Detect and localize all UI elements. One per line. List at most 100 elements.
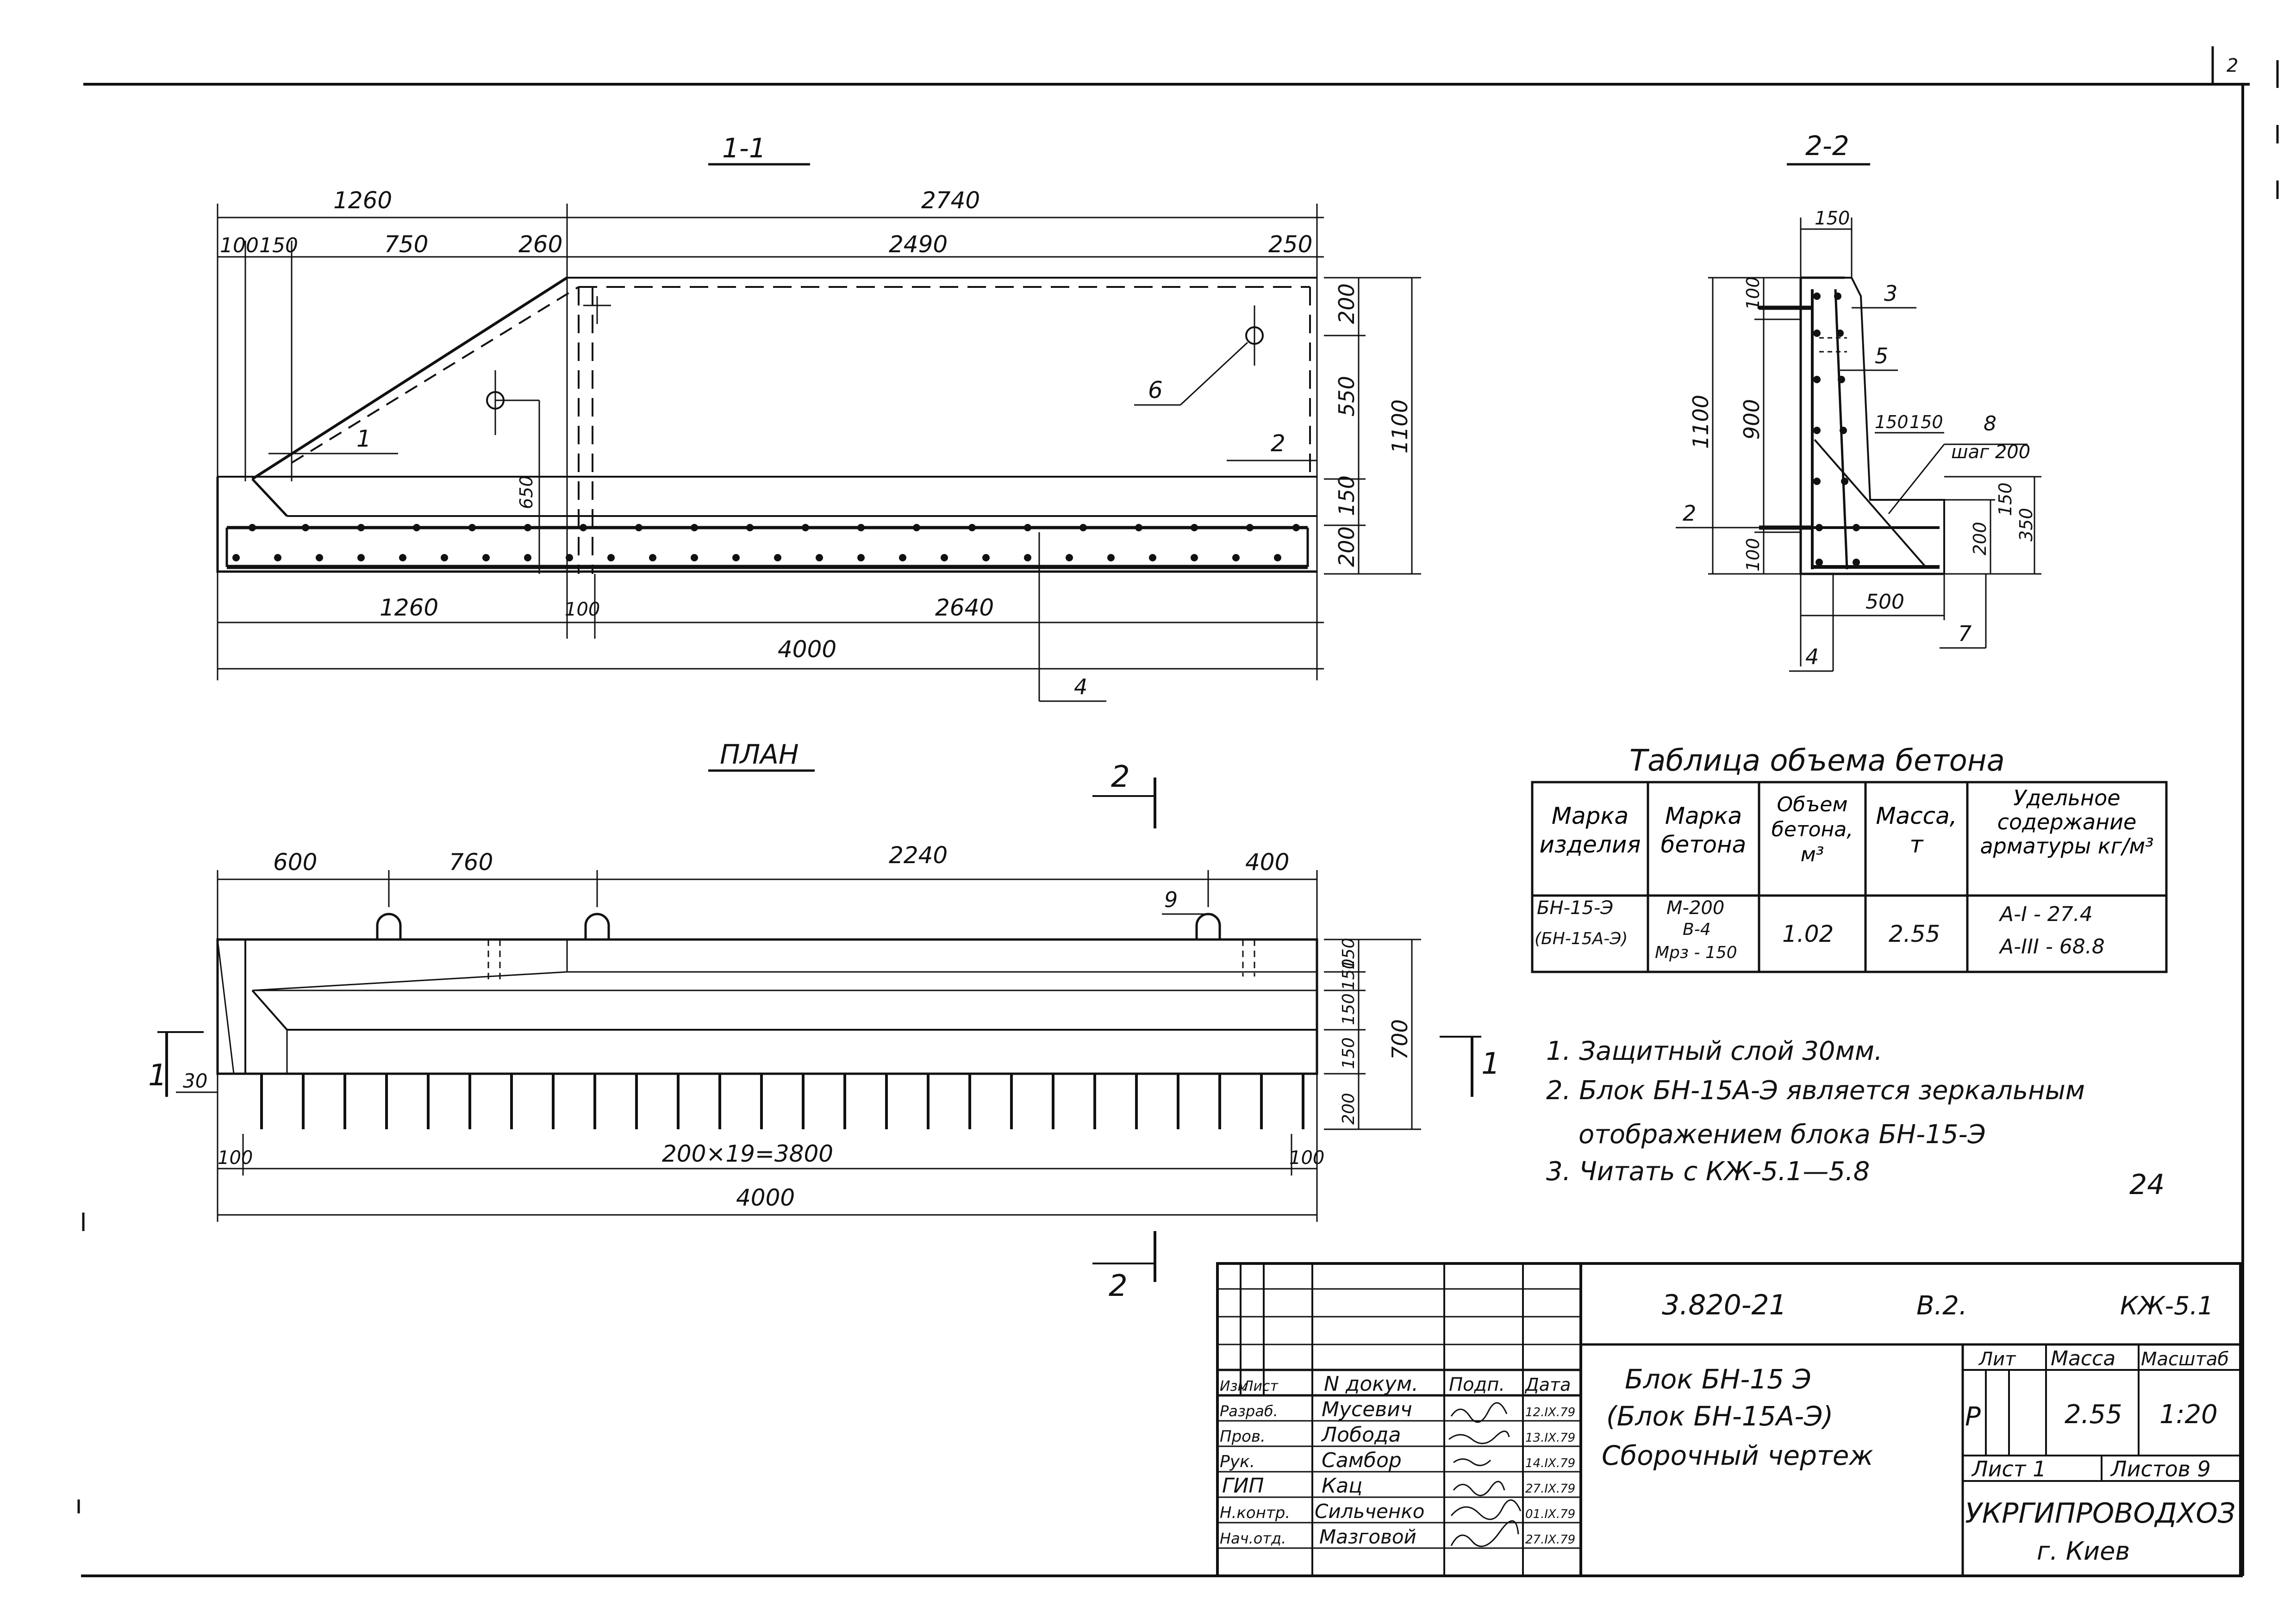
rebar-dots-top [249, 524, 1300, 531]
tb-mass-label: Масса [2051, 1347, 2115, 1370]
section-2-rebar [1813, 292, 1860, 566]
tb-title-1: Блок БН-15 Э [1625, 1363, 1811, 1395]
dim-250: 250 [1268, 231, 1312, 258]
s2-callout-8: 8 [1984, 412, 1997, 436]
s2-dim-900: 900 [1739, 399, 1764, 440]
plan-dim-r4: 150 [1339, 1037, 1358, 1069]
tb-date-2: 14.IX.79 [1525, 1456, 1575, 1470]
dim-right-200: 200 [1334, 283, 1359, 324]
s2-dim-150-right: 150 [1995, 482, 2015, 516]
plan-title: ПЛАН [720, 739, 799, 770]
tb-date-1: 13.IX.79 [1525, 1431, 1575, 1445]
plan-dim-r3: 150 [1339, 993, 1358, 1025]
th-mass: Масса, т [1876, 803, 1957, 858]
plan-dim-600: 600 [273, 849, 317, 876]
tb-sheet-code: КЖ-5.1 [2120, 1291, 2214, 1320]
dim-2640: 2640 [935, 594, 994, 621]
tb-role-1: Пров. [1220, 1427, 1266, 1446]
s2-callout-7: 7 [1958, 621, 1972, 646]
td-reinf-1: А-I - 27.4 [1998, 902, 2093, 926]
tb-role-3: ГИП [1222, 1474, 1264, 1498]
th-concrete: Марка бетона [1660, 803, 1747, 858]
plan-dim-100-right: 100 [1289, 1147, 1324, 1169]
plan-bar-stubs [260, 1074, 1304, 1129]
tb-col-izm: Изм [1220, 1378, 1248, 1394]
dim-1260-top: 1260 [333, 187, 392, 214]
dim-4000-section: 4000 [778, 636, 836, 663]
tb-name-5: Мазговой [1319, 1525, 1416, 1548]
note-2-cont: отображением блока БН-15-Э [1578, 1120, 1986, 1150]
tb-date-3: 27.IX.79 [1525, 1482, 1575, 1496]
title-block: Изм Лист N докум. Подп. Дата Разраб. Мус… [1216, 1262, 2242, 1577]
s2-dim-200-right: 200 [1970, 522, 1990, 555]
section-2-2-title: 2-2 [1805, 130, 1849, 162]
dim-2490: 2490 [889, 231, 948, 258]
tb-date-4: 01.IX.79 [1525, 1507, 1575, 1521]
callout-4: 4 [1074, 674, 1087, 699]
s2-dim-1100: 1100 [1688, 395, 1713, 449]
tb-name-2: Самбор [1322, 1449, 1402, 1472]
th-volume: Объем бетона, м³ [1771, 793, 1853, 866]
section-1-1-title: 1-1 [722, 132, 766, 164]
dim-260: 260 [518, 231, 562, 258]
s2-dim-100-bottom: 100 [1743, 538, 1763, 572]
section-1-1: 1-1 1260 2740 100 150 750 260 2490 250 1… [216, 132, 1421, 702]
td-mark-2: (БН-15А-Э) [1535, 929, 1628, 948]
tb-code: 3.820-21 [1662, 1289, 1787, 1321]
td-reinf-2: А-III - 68.8 [1998, 935, 2105, 958]
section-mark-2-bottom: 2 [1109, 1269, 1128, 1303]
concrete-volume-table: Таблица объема бетона Марка изделия Марк… [1531, 744, 2168, 973]
td-concrete-2: В-4 [1683, 920, 1711, 939]
tb-name-1: Лобода [1321, 1423, 1401, 1447]
tb-issue: В.2. [1916, 1291, 1967, 1321]
dim-right-1100: 1100 [1387, 399, 1412, 454]
s2-callout-2: 2 [1683, 501, 1696, 526]
tb-col-date: Дата [1524, 1375, 1571, 1395]
general-notes: 1. Защитный слой 30мм. 2. Блок БН-15А-Э … [1546, 1036, 2085, 1187]
plan-callout-9: 9 [1164, 887, 1178, 912]
plan-dim-30: 30 [183, 1070, 207, 1092]
tb-sheets-label: Листов 9 [2110, 1456, 2211, 1481]
tb-sheet-label: Лист 1 [1971, 1456, 2046, 1481]
tb-name-3: Кац [1322, 1474, 1362, 1498]
s2-dim-150: 150 [1815, 208, 1850, 229]
rebar-dots-bottom [232, 554, 1281, 561]
td-volume: 1.02 [1782, 921, 1834, 947]
plan-dim-4000: 4000 [736, 1184, 795, 1211]
note-3: 3. Читать с КЖ-5.1—5.8 [1546, 1157, 1870, 1187]
tb-date-5: 27.IX.79 [1525, 1533, 1575, 1547]
tb-lit-value: Р [1965, 1402, 1981, 1432]
plan-dim-r1: 150 [1339, 938, 1358, 970]
td-concrete-1: М-200 [1666, 897, 1724, 919]
tb-role-4: Н.контр. [1220, 1504, 1290, 1522]
s2-callout-5: 5 [1875, 343, 1888, 368]
tb-date-0: 12.IX.79 [1525, 1406, 1575, 1419]
dim-100: 100 [220, 234, 259, 257]
plan-dim-pitch: 200×19=3800 [662, 1140, 833, 1167]
s2-dim-150b: 150 [1909, 412, 1943, 432]
section-mark-1-left: 1 [148, 1058, 167, 1093]
s2-dim-500: 500 [1866, 590, 1904, 614]
tb-scale-value: 1:20 [2159, 1400, 2218, 1430]
tb-name-0: Мусевич [1322, 1398, 1412, 1421]
dim-right-550: 550 [1334, 376, 1359, 417]
s2-dim-350: 350 [2016, 508, 2036, 541]
section-mark-2-top: 2 [1111, 760, 1130, 794]
plan-dim-400: 400 [1245, 849, 1289, 876]
note-1: 1. Защитный слой 30мм. [1546, 1036, 1883, 1066]
td-mark-1: БН-15-Э [1537, 897, 1613, 919]
handwritten-page-number: 24 [2129, 1169, 2165, 1201]
dim-100-bottom: 100 [565, 599, 600, 620]
dim-1260-bottom: 1260 [380, 594, 438, 621]
dim-right-200b: 200 [1334, 526, 1359, 567]
tb-org: УКРГИПРОВОДХОЗ [1965, 1497, 2235, 1530]
th-reinforcement: Удельное содержание арматуры кг/м³ [1980, 785, 2154, 859]
dim-2740: 2740 [921, 187, 980, 214]
dim-right-150: 150 [1334, 475, 1359, 516]
tb-role-5: Нач.отд. [1220, 1530, 1286, 1547]
plan-view: ПЛАН 600 760 2240 400 9 [148, 739, 1500, 1303]
td-concrete-3: Мрз - 150 [1655, 943, 1737, 962]
dim-150: 150 [259, 234, 298, 257]
dim-750: 750 [384, 231, 428, 258]
